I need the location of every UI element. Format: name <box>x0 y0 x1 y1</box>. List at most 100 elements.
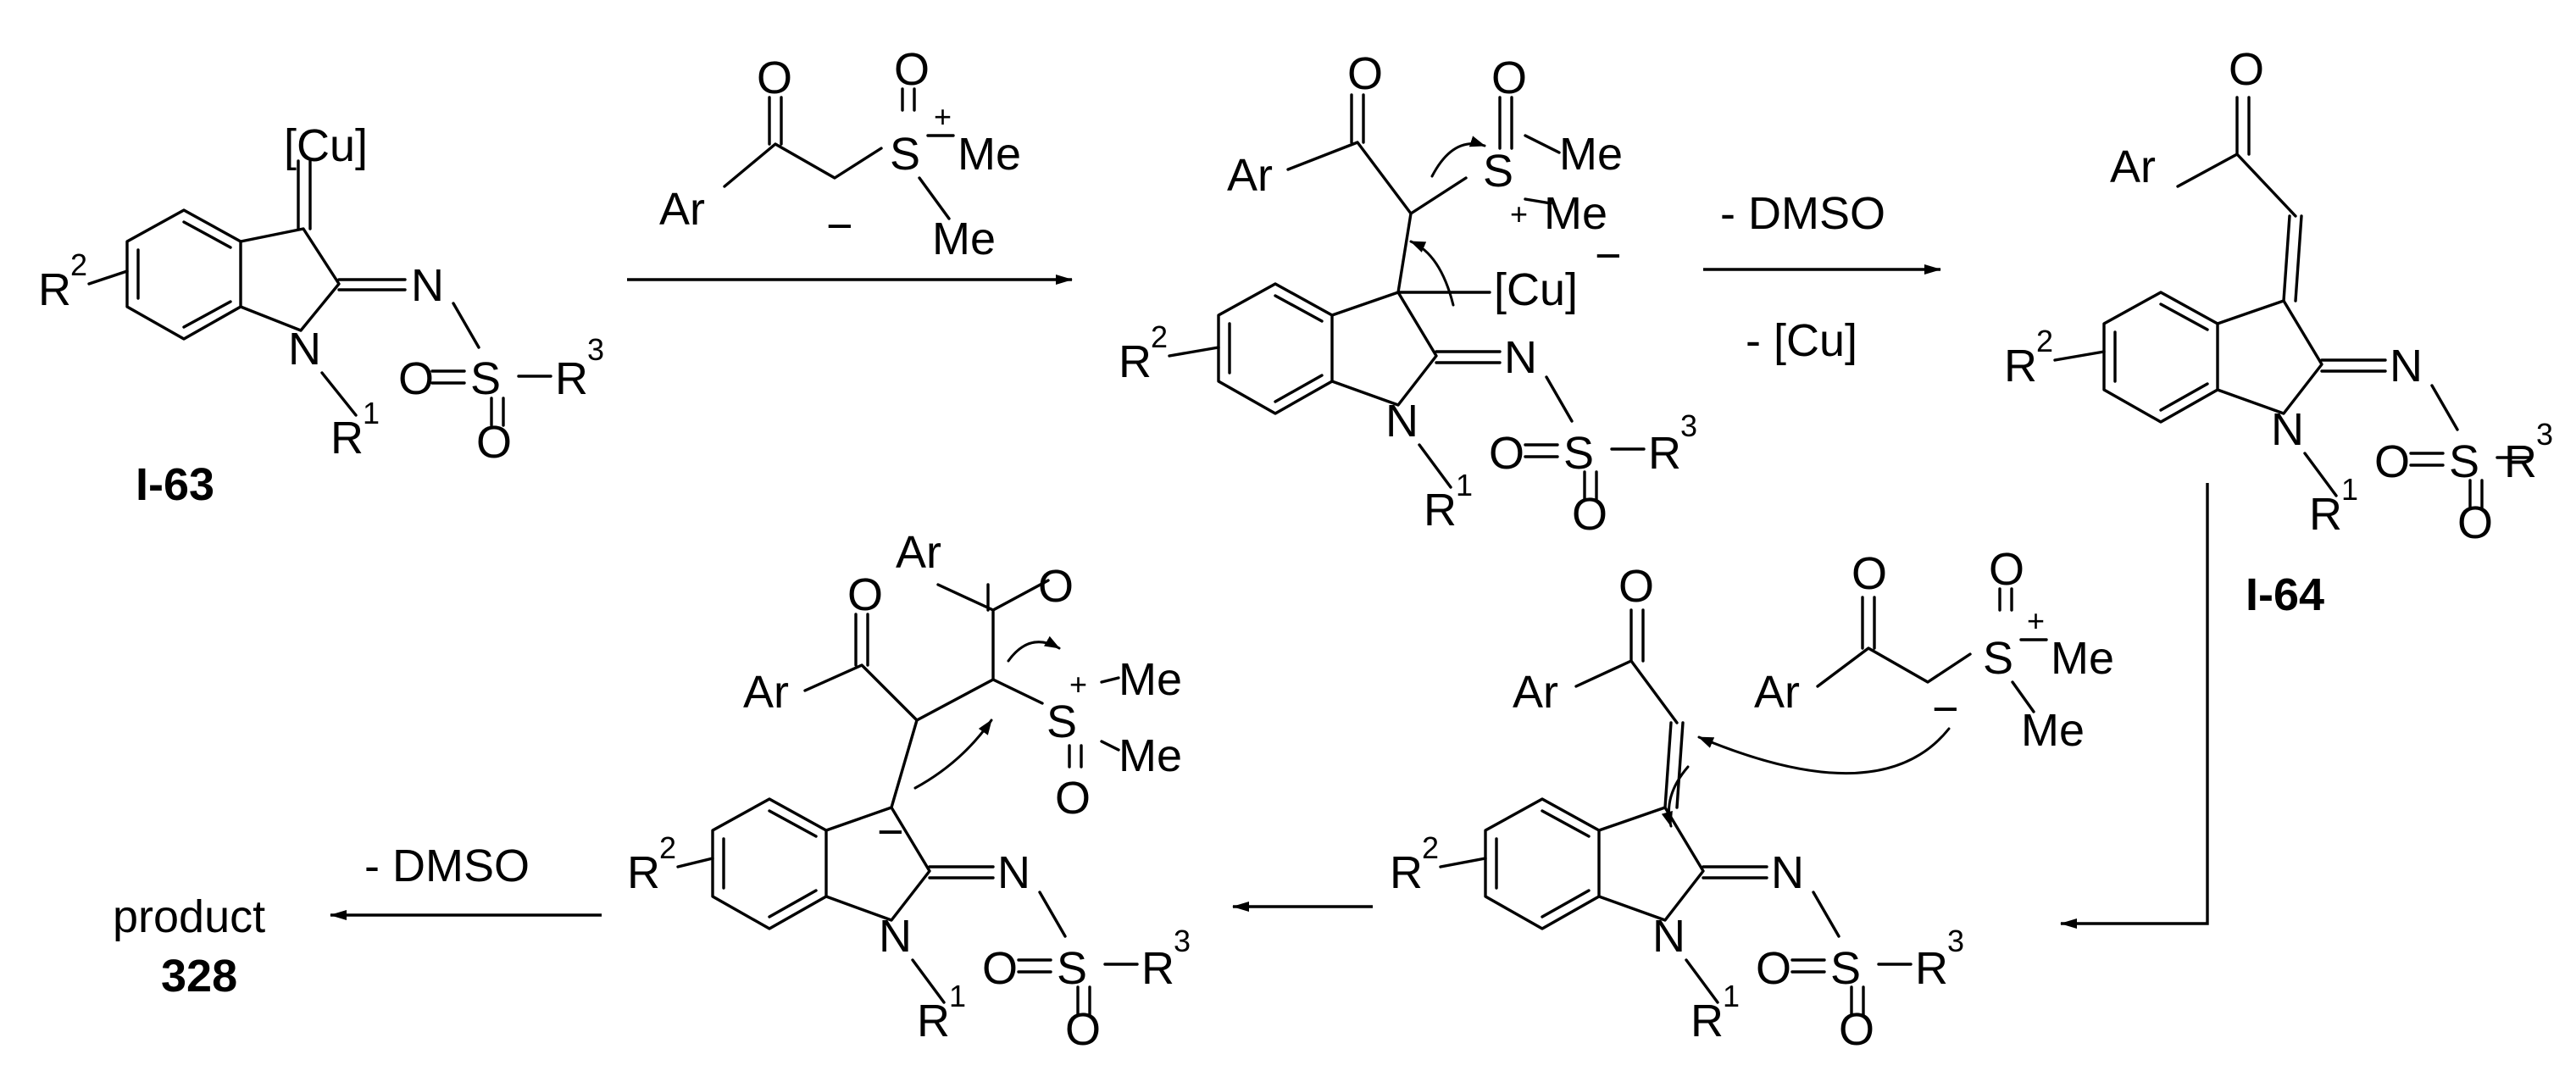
ylide-skeleton-2 <box>1816 587 2048 713</box>
s-label: S <box>1046 696 1077 747</box>
n-r1-bond-i63 <box>320 371 358 417</box>
condition-dmso-1: - DMSO <box>1720 188 1885 239</box>
benzene-ring-i64 <box>2102 291 2219 424</box>
o-label: O <box>1839 1004 1874 1055</box>
plus-charge: + <box>1510 197 1528 231</box>
n-r1-bond-4 <box>1685 958 1719 1004</box>
n-label: N <box>411 260 444 311</box>
n-r1-bond-5 <box>911 958 946 1004</box>
o-label: O <box>398 353 434 404</box>
n-label: N <box>288 324 321 375</box>
ar-label: Ar <box>1227 150 1273 201</box>
n-s-bond <box>1545 375 1574 423</box>
imine-bond-i64 <box>2320 358 2387 373</box>
me-label: Me <box>1119 730 1182 781</box>
imine-bond-i63 <box>337 278 407 291</box>
o-label: O <box>1347 48 1383 99</box>
o-label: O <box>1065 1004 1101 1055</box>
ylide-skeleton <box>723 96 955 220</box>
product-number: 328 <box>161 951 237 1002</box>
me-label: Me <box>1119 654 1182 705</box>
n-r1-bond <box>1418 443 1452 489</box>
minus-charge: − <box>1932 684 1959 735</box>
condition-dmso-2: - DMSO <box>364 841 530 891</box>
curly-arrow-2 <box>1430 136 1486 178</box>
s-o-bonds-5 <box>1017 958 1139 1017</box>
r1-superscript: 1 <box>2341 472 2358 507</box>
benzene-ring-4 <box>1484 797 1601 930</box>
s-label: S <box>1830 943 1861 994</box>
o-label: O <box>2229 44 2264 95</box>
o-label: O <box>1572 489 1607 540</box>
r2-superscript: 2 <box>1422 830 1439 865</box>
r3-superscript: 3 <box>587 332 604 367</box>
o-label: O <box>757 53 792 103</box>
r2-superscript: 2 <box>2036 324 2053 358</box>
o-label: O <box>1618 561 1654 612</box>
imine-bond <box>1435 350 1502 364</box>
n-s-bond-4 <box>1812 891 1840 938</box>
s-o-double-bond <box>901 87 916 112</box>
r2-label: R <box>38 264 71 315</box>
five-ring-5 <box>824 806 931 922</box>
me-label: Me <box>1544 188 1607 239</box>
exocyclic-alkene <box>2176 96 2303 302</box>
r2-label: R <box>1390 847 1423 898</box>
structure-michael-addition: O Ar N N O S O R 3 R 1 R 2 O Ar O S + Me… <box>1390 544 2114 1055</box>
o-label: O <box>894 44 930 95</box>
structure-i64: O Ar N N O S O R 3 R 1 R 2 I-64 <box>2004 44 2553 620</box>
five-ring-4 <box>1597 806 1705 922</box>
r1-superscript: 1 <box>949 979 966 1013</box>
curly-arrow-5 <box>913 719 993 790</box>
compound-i63: I-63 <box>136 459 214 510</box>
r3-label: R <box>1141 943 1174 994</box>
r1-label: R <box>1690 996 1724 1046</box>
r2-bond-5 <box>676 857 714 868</box>
ar-label: Ar <box>2110 142 2156 192</box>
benzene-ring <box>1217 282 1334 415</box>
cu-minus-label: [Cu] <box>1494 264 1578 315</box>
s-label: S <box>1483 146 1513 197</box>
r2-bond-4 <box>1439 857 1487 868</box>
r2-label: R <box>2004 341 2037 391</box>
s-label: S <box>1563 428 1594 479</box>
exocyclic-alkene-4 <box>1574 608 1685 809</box>
minus-charge: − <box>826 201 853 252</box>
o-label: O <box>1038 561 1074 612</box>
cu-double-bond-i63 <box>297 159 312 230</box>
s-o-bonds <box>1524 443 1646 502</box>
o-label: O <box>2457 497 2493 548</box>
o-label: O <box>982 943 1018 994</box>
r3-superscript: 3 <box>2536 417 2553 452</box>
r1-superscript: 1 <box>1456 468 1473 502</box>
o-label: O <box>1852 548 1887 599</box>
n-s-bond-i63 <box>452 302 480 349</box>
n-label: N <box>1385 396 1418 447</box>
cu-label: [Cu] <box>284 120 368 171</box>
n-s-bond-5 <box>1038 891 1067 938</box>
r3-label: R <box>2504 436 2537 487</box>
curly-arrow-4 <box>1661 765 1690 828</box>
s-label: S <box>2449 436 2479 487</box>
condition-cu-loss: - [Cu] <box>1746 315 1857 366</box>
reaction-arrow-3 <box>2060 483 2209 929</box>
imine-bond-5 <box>928 865 995 880</box>
product-label: product <box>113 891 265 942</box>
o-label: O <box>847 569 883 620</box>
ar-label: Ar <box>1754 667 1800 718</box>
me-label: Me <box>2051 633 2114 684</box>
benzene-ring-i63 <box>125 208 242 341</box>
r1-label: R <box>2309 489 2342 540</box>
r1-label: R <box>330 413 364 463</box>
plus-charge: + <box>2027 603 2045 638</box>
o-label: O <box>1491 53 1527 103</box>
r2-label: R <box>627 847 660 898</box>
r1-label: R <box>1424 485 1457 536</box>
o-label: O <box>1055 773 1091 824</box>
n-label: N <box>997 847 1030 898</box>
imine-bond-4 <box>1702 865 1768 880</box>
n-label: N <box>1652 911 1685 962</box>
structure-i63: [Cu] N N O S O R 3 R 1 R 2 I-63 <box>38 120 604 510</box>
r3-superscript: 3 <box>1174 924 1191 958</box>
